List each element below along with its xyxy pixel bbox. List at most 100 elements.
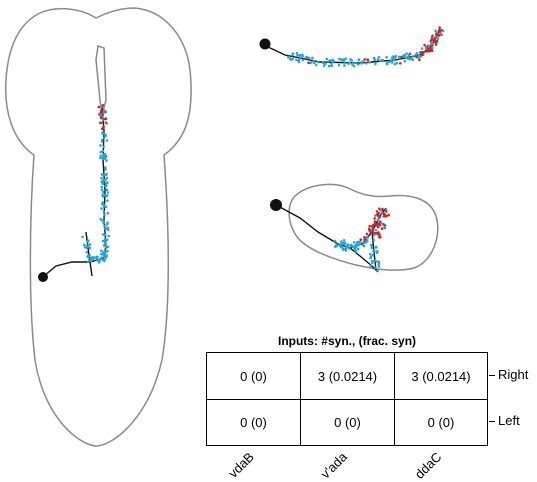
synapse-marker — [438, 30, 442, 34]
synapse-marker — [100, 185, 103, 189]
synapse-marker — [88, 243, 92, 246]
synapse-marker — [103, 109, 106, 112]
synapse-marker — [331, 58, 335, 62]
synapse-marker — [369, 256, 372, 260]
synapse-marker — [102, 190, 105, 194]
synapse-marker — [102, 205, 106, 208]
synapse-marker — [363, 238, 366, 241]
synapse-marker — [342, 239, 346, 242]
synapse-marker — [377, 263, 381, 266]
synapse-marker — [420, 47, 424, 50]
synapse-marker — [102, 136, 106, 140]
synapse-marker — [102, 221, 105, 225]
synapse-marker — [99, 144, 102, 147]
synapse-marker — [374, 214, 377, 217]
synapse-marker — [106, 199, 109, 202]
synapse-marker — [103, 224, 106, 228]
synapse-marker — [368, 61, 371, 64]
synapse-marker — [102, 145, 105, 148]
synapse-marker — [310, 61, 313, 64]
synapse-marker — [381, 207, 384, 211]
synapse-marker — [99, 116, 103, 120]
synapse-marker — [106, 228, 110, 232]
synapse-marker — [371, 261, 374, 265]
synapse-marker — [431, 46, 434, 50]
synapse-marker — [399, 62, 402, 65]
synapse-marker — [85, 251, 89, 254]
synapse-marker — [95, 257, 99, 260]
synapse-marker — [430, 49, 434, 53]
synapse-marker — [105, 194, 109, 197]
cell-left-vdab: 0 (0) — [207, 400, 301, 445]
synapse-marker — [105, 188, 109, 191]
cell-left-ddac: 0 (0) — [427, 415, 455, 430]
synapse-marker — [435, 31, 439, 34]
synapse-marker — [344, 57, 348, 60]
synapse-marker — [344, 247, 347, 251]
synapse-marker — [101, 233, 105, 236]
synapse-marker — [378, 235, 381, 239]
synapse-marker — [341, 248, 345, 251]
synapse-marker — [356, 63, 360, 66]
synapse-marker — [324, 62, 327, 65]
synapse-marker — [98, 258, 101, 262]
synapse-marker — [376, 58, 380, 61]
synapse-marker — [426, 50, 429, 53]
synapse-marker — [375, 210, 379, 213]
synapse-marker — [105, 223, 109, 226]
synapse-marker — [430, 35, 434, 38]
synapse-marker — [102, 178, 105, 182]
synapse-marker — [375, 260, 379, 263]
synapse-marker — [104, 133, 107, 137]
synapse-marker — [390, 59, 393, 62]
synapse-marker — [288, 57, 292, 60]
synapse-marker — [350, 244, 353, 248]
synapse-marker — [106, 211, 109, 215]
synapse-marker — [338, 244, 342, 248]
synapse-marker — [295, 58, 298, 62]
synapse-marker — [296, 54, 299, 57]
synapse-marker — [101, 239, 105, 243]
synapse-marker — [103, 166, 107, 169]
synapse-marker — [427, 45, 431, 48]
synapse-marker — [105, 139, 109, 142]
midline-notch — [95, 45, 107, 116]
synapse-marker — [100, 256, 103, 260]
synapse-marker — [298, 56, 302, 59]
synapse-marker — [421, 53, 424, 56]
synapse-marker — [83, 243, 86, 247]
synapse-marker — [417, 53, 421, 57]
synapse-marker — [333, 245, 337, 248]
synapse-marker — [321, 61, 325, 65]
synapse-marker — [419, 55, 423, 58]
synapse-marker — [368, 252, 372, 256]
synapse-marker — [351, 61, 355, 65]
synapse-marker — [325, 57, 329, 61]
synapse-marker — [436, 37, 440, 41]
cross-section-outline — [288, 183, 439, 271]
synapse-marker — [383, 225, 386, 229]
synapse-marker — [97, 105, 101, 109]
synapse-marker — [382, 223, 385, 226]
synapse-marker — [101, 113, 104, 117]
synapse-marker — [100, 249, 103, 252]
synapse-marker — [429, 43, 433, 46]
synapse-marker — [384, 210, 388, 213]
synapse-marker — [363, 236, 366, 239]
synapse-marker — [333, 239, 337, 243]
synapse-marker — [377, 56, 381, 59]
synapse-marker — [370, 246, 374, 250]
synapse-marker — [384, 215, 387, 218]
synapse-marker — [342, 59, 346, 63]
synapse-marker — [356, 240, 360, 244]
synapse-marker — [417, 56, 421, 59]
synapse-marker — [356, 247, 360, 251]
synapse-marker — [347, 247, 351, 250]
synapse-marker — [87, 245, 90, 248]
synapse-marker — [306, 56, 309, 60]
synapse-marker — [369, 264, 372, 268]
synapse-marker — [382, 212, 386, 215]
cell-right-ddac: 3 (0.0214) — [395, 353, 487, 400]
synapse-marker — [376, 231, 380, 234]
synapse-marker — [100, 176, 103, 180]
